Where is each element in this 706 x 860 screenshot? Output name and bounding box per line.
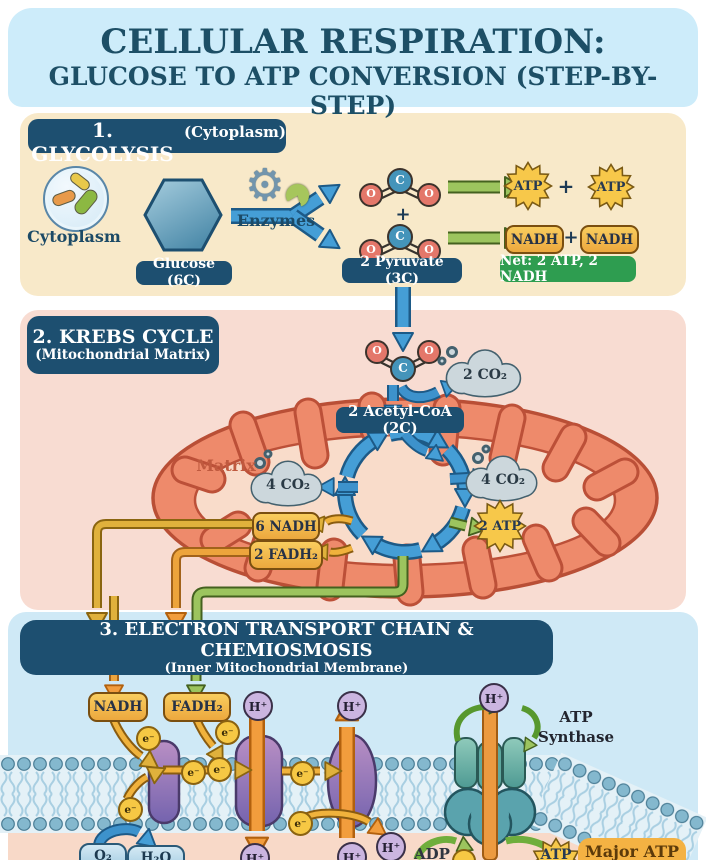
krebs-atp-label: 2 ATP (478, 518, 522, 534)
krebs-heading: 2. KREBS CYCLE (Mitochondrial Matrix) (27, 316, 219, 374)
pyruvate2-oxygen-left: O (366, 243, 376, 256)
enzyme-split-arrow (231, 175, 347, 258)
co2-top-label: 2 CO₂ (462, 367, 508, 383)
pyruvate1-oxygen-right: O (424, 187, 434, 200)
acetyl-oxygen-left: O (372, 344, 382, 357)
pyruvate2-oxygen-right: O (424, 243, 434, 256)
glucose-hexagon (143, 178, 223, 252)
pyruvate-label: 2 Pyruvate (3C) (342, 254, 462, 287)
organelle-orange (50, 188, 78, 208)
co2-left-label: 4 CO₂ (265, 477, 311, 493)
nadh-badge-1: NADH (505, 225, 564, 254)
co2-right-label: 4 CO₂ (480, 472, 526, 488)
atp-burst-2: ATP (587, 163, 635, 211)
fadh2-routing-line (165, 547, 252, 632)
pyruvate2-carbon: C (395, 229, 405, 243)
electron-4: e⁻ (207, 757, 232, 782)
proton-top-1: H⁺ (243, 691, 273, 721)
atp-burst-1: ATP (503, 161, 553, 211)
electron-6: e⁻ (118, 797, 143, 822)
acetyl-coa-label: 2 Acetyl-CoA (2C) (336, 403, 464, 437)
co2-release-arrow-top (383, 374, 462, 422)
krebs-fadh2-badge: 2 FADH₂ (249, 540, 323, 570)
pyruvate-plus: + (395, 204, 411, 225)
proton-synthase: H⁺ (479, 683, 509, 713)
krebs-atp-burst: 2 ATP (473, 499, 527, 553)
glucose-label: Glucose (6C) (136, 256, 232, 289)
pyruvate1-oxygen-left: O (366, 187, 376, 200)
nadh-badge-2: NADH (580, 225, 639, 254)
atp-synthase-label: ATP Synthase (534, 708, 618, 747)
title-band (8, 8, 698, 107)
etc-nadh-badge: NADH (88, 692, 148, 722)
matrix-label: Matrix (196, 456, 256, 475)
cytoplasm-cell-icon (43, 166, 109, 232)
co2-cloud-right (465, 444, 538, 502)
glycolysis-output-arrows (448, 176, 524, 249)
electron-5: e⁻ (290, 761, 315, 786)
gear-icon: ⚙ (245, 160, 285, 211)
electron-1: e⁻ (136, 726, 161, 751)
glycolysis-heading-text: 1. GLYCOLYSIS (31, 118, 174, 166)
atp-synthase (413, 699, 569, 860)
major-atp-badge: Major ATP (578, 838, 686, 860)
proton-pump-arrows (244, 699, 360, 859)
proton-bottom-2: H⁺ (337, 842, 367, 860)
proton-bottom-3: H⁺ (376, 832, 406, 860)
krebs-nadh-fadh-arrows (307, 513, 354, 561)
cytoplasm-label: Cytoplasm (27, 227, 121, 246)
atp-synthase-label-line1: ATP (559, 708, 593, 726)
krebs-nadh-badge: 6 NADH (252, 512, 320, 541)
electron-7: e⁻ (288, 811, 313, 836)
enzyme-pacman-icon (286, 184, 309, 207)
atp-burst-1-label: ATP (513, 178, 543, 194)
atp-synthase-label-line2: Synthase (538, 727, 614, 746)
etc-heading: 3. ELECTRON TRANSPORT CHAIN & CHEMIOSMOS… (20, 618, 553, 677)
adp-label: ADP (414, 845, 450, 860)
pyruvate-molecules (359, 168, 441, 263)
acetyl-molecule (365, 340, 441, 382)
acetyl-oxygen-right: O (424, 344, 434, 357)
krebs-location-text: (Mitochondrial Matrix) (35, 347, 211, 364)
main-title: CELLULAR RESPIRATION: (100, 22, 606, 62)
subtitle: GLUCOSE TO ATP CONVERSION (STEP-BY-STEP) (48, 62, 658, 120)
atp-plus: + (557, 174, 575, 198)
krebs-atp-arrow (448, 516, 489, 540)
pyruvate-to-krebs-arrow (392, 287, 414, 352)
etc-location-text: (Inner Mitochondrial Membrane) (164, 661, 409, 677)
proton-top-2: H⁺ (337, 691, 367, 721)
protein-complex-1 (147, 739, 181, 825)
atp-burst-2-label: ATP (596, 179, 626, 195)
krebs-heading-text: 2. KREBS CYCLE (32, 325, 214, 348)
electron-3: e⁻ (181, 760, 206, 785)
glycolysis-net-badge: Net: 2 ATP, 2 NADH (500, 253, 636, 285)
etc-atp-label: ATP (540, 847, 572, 860)
water-molecule: H₂O (127, 845, 185, 860)
etc-atp-burst: ATP (529, 837, 583, 860)
pyruvate1-carbon: C (395, 173, 405, 187)
glycolysis-heading: 1. GLYCOLYSIS (Cytoplasm) (28, 118, 286, 165)
etc-heading-text: 3. ELECTRON TRANSPORT CHAIN & CHEMIOSMOS… (99, 618, 474, 661)
etc-fadh2-badge: FADH₂ (163, 692, 231, 722)
electron-2: e⁻ (215, 720, 240, 745)
co2-cloud-left (250, 449, 323, 507)
glycolysis-location-text: (Cytoplasm) (183, 123, 286, 141)
acetyl-carbon: C (398, 361, 408, 375)
oxygen-to-water-arrow (93, 823, 163, 856)
nadh-plus: + (563, 227, 579, 248)
enzymes-label: Enzymes (236, 211, 316, 230)
oxygen-molecule: O₂ (79, 843, 127, 860)
co2-cloud-top (437, 346, 522, 398)
organelle-green (71, 186, 101, 218)
